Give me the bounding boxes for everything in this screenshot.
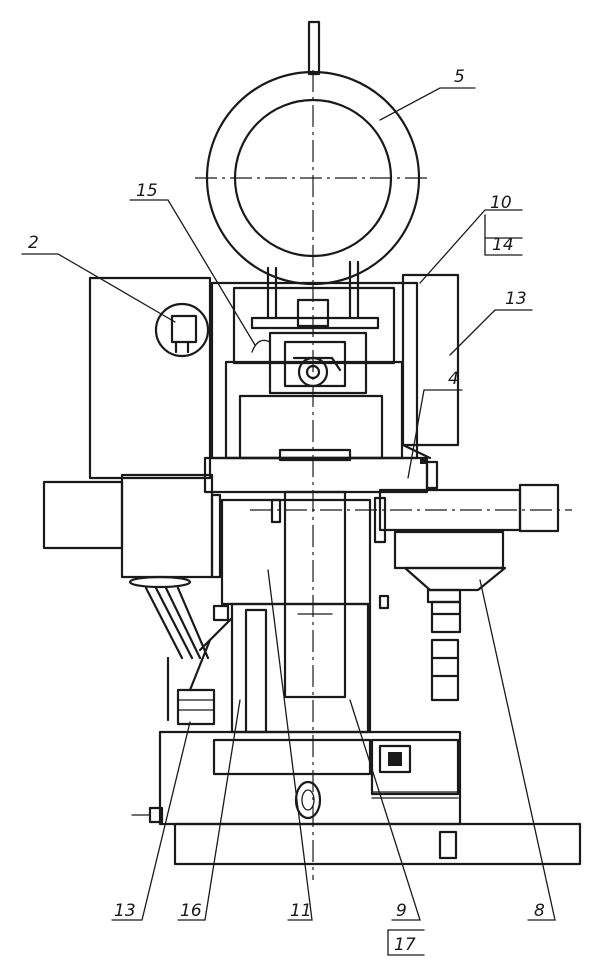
callout-9: 9 xyxy=(396,901,407,921)
callout-2: 2 xyxy=(28,233,39,253)
callout-14: 14 xyxy=(492,235,514,255)
floor-plate xyxy=(173,822,582,866)
callout-16: 16 xyxy=(180,901,202,921)
left-control-housing xyxy=(88,276,212,480)
right-drive-unit xyxy=(378,483,560,702)
callout-8: 8 xyxy=(534,901,545,921)
ram xyxy=(270,490,387,699)
crank-mechanism xyxy=(250,298,380,395)
crown-housing xyxy=(210,281,419,462)
leader-lines xyxy=(21,87,556,956)
press-base xyxy=(131,730,462,826)
slide-plate xyxy=(203,456,439,494)
callout-17: 17 xyxy=(394,935,416,955)
callout-10: 10 xyxy=(490,193,512,213)
cable-bundle xyxy=(144,586,234,726)
center-lines xyxy=(195,70,572,880)
callout-4: 4 xyxy=(448,369,459,389)
right-guide-column xyxy=(401,273,460,460)
callout-11: 11 xyxy=(290,901,312,921)
left-motor xyxy=(42,473,222,589)
top-shaft xyxy=(307,20,321,76)
callout-13-upper: 13 xyxy=(505,289,527,309)
callout-15: 15 xyxy=(136,181,158,201)
callout-labels: 5 15 10 14 2 13 4 13 16 11 9 17 8 xyxy=(28,67,545,955)
callout-5: 5 xyxy=(454,67,465,87)
flywheel-hanger-rods xyxy=(266,260,360,320)
callout-13-lower: 13 xyxy=(114,901,136,921)
